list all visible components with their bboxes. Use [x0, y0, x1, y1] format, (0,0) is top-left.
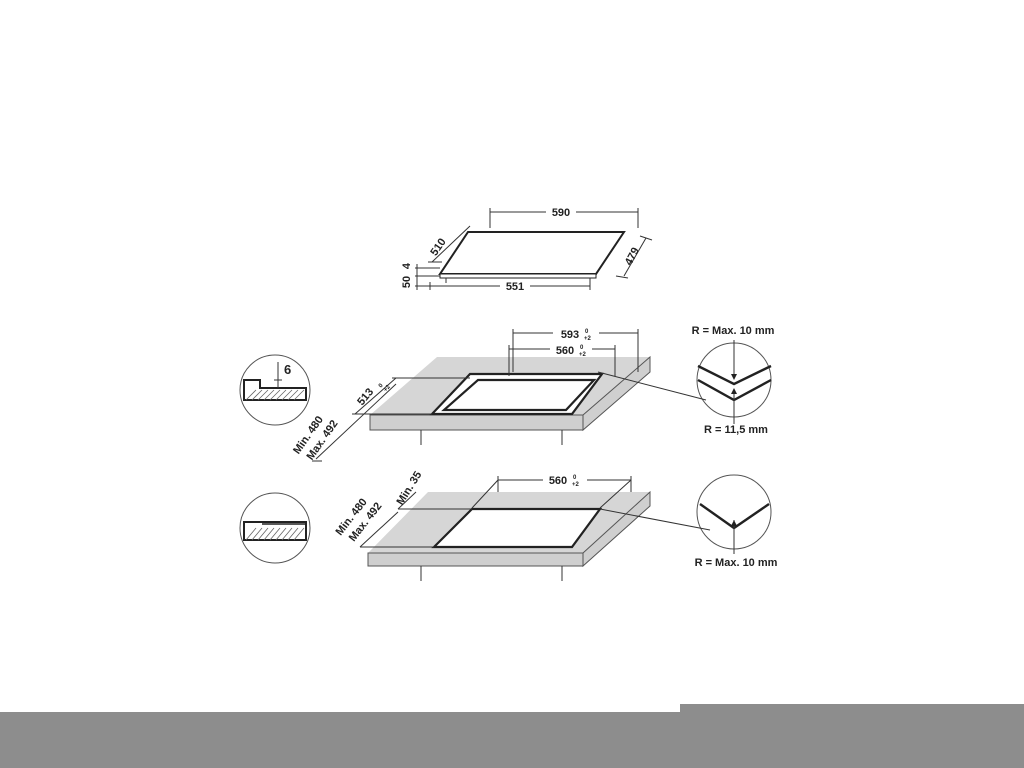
standard-install-diagram: 593 0 +2 560 0 +2 513 0 +2 Min. 480 Max.… — [239, 325, 775, 463]
flush-profile — [243, 521, 307, 541]
dim-hob-glass-thickness: 4 — [401, 262, 413, 269]
corner-radius-inner: R = 11,5 mm — [704, 424, 768, 436]
dim-recess-depth: 6 — [284, 362, 291, 377]
corner-detail-flush: R = Max. 10 mm — [599, 474, 778, 569]
dim-cut-depth-tol-bottom: +2 — [383, 384, 392, 394]
dim-hob-depth: 510 — [428, 236, 448, 258]
dim-inner-width: 560 — [556, 345, 574, 357]
dim-cut-width-tol-bottom: +2 — [584, 336, 592, 342]
worktop-side-edge-flush — [582, 490, 651, 568]
dim-cut-width: 593 — [561, 329, 579, 341]
flush-corner-radius: R = Max. 10 mm — [695, 557, 778, 569]
recess-profile — [243, 379, 307, 401]
worktop-front-edge-flush — [367, 552, 584, 567]
worktop-side-edge — [582, 355, 651, 432]
flush-edge-detail — [239, 492, 311, 564]
dim-hob-width: 590 — [552, 207, 570, 219]
dim-hob-side-depth: 479 — [623, 246, 642, 268]
dim-inner-width-tol-top: 0 — [580, 345, 584, 351]
dim-cut-depth-tol-top: 0 — [378, 382, 385, 389]
dim-inner-width-tol-bottom: +2 — [579, 352, 587, 358]
cutout-flush — [431, 507, 603, 549]
cutout-opening — [441, 378, 597, 412]
hob-glass-top — [438, 231, 626, 275]
dim-hob-front-width: 551 — [506, 281, 524, 293]
dim-flush-inner-width-tol-bottom: +2 — [572, 482, 580, 488]
footer-band — [0, 712, 1024, 768]
hob-illustration: 590 510 479 551 50 4 — [401, 204, 653, 293]
hob-glass-edge — [439, 273, 597, 279]
dim-flush-inner-width: 560 — [549, 475, 567, 487]
recess-detail: 6 — [239, 354, 311, 426]
dim-cut-width-tol-top: 0 — [585, 329, 589, 335]
dim-hob-height: 50 — [401, 276, 413, 288]
corner-radius-outer: R = Max. 10 mm — [692, 325, 775, 337]
footer-tab — [680, 704, 1024, 714]
worktop-front-edge — [369, 414, 584, 431]
corner-detail-standard: R = Max. 10 mm R = 11,5 mm — [597, 325, 775, 436]
dim-cut-depth: 513 — [355, 386, 376, 408]
flush-install-diagram: 560 0 +2 Min. 35 Min. 480 Max. 492 — [239, 469, 778, 581]
dim-flush-inner-width-tol-top: 0 — [573, 475, 577, 481]
